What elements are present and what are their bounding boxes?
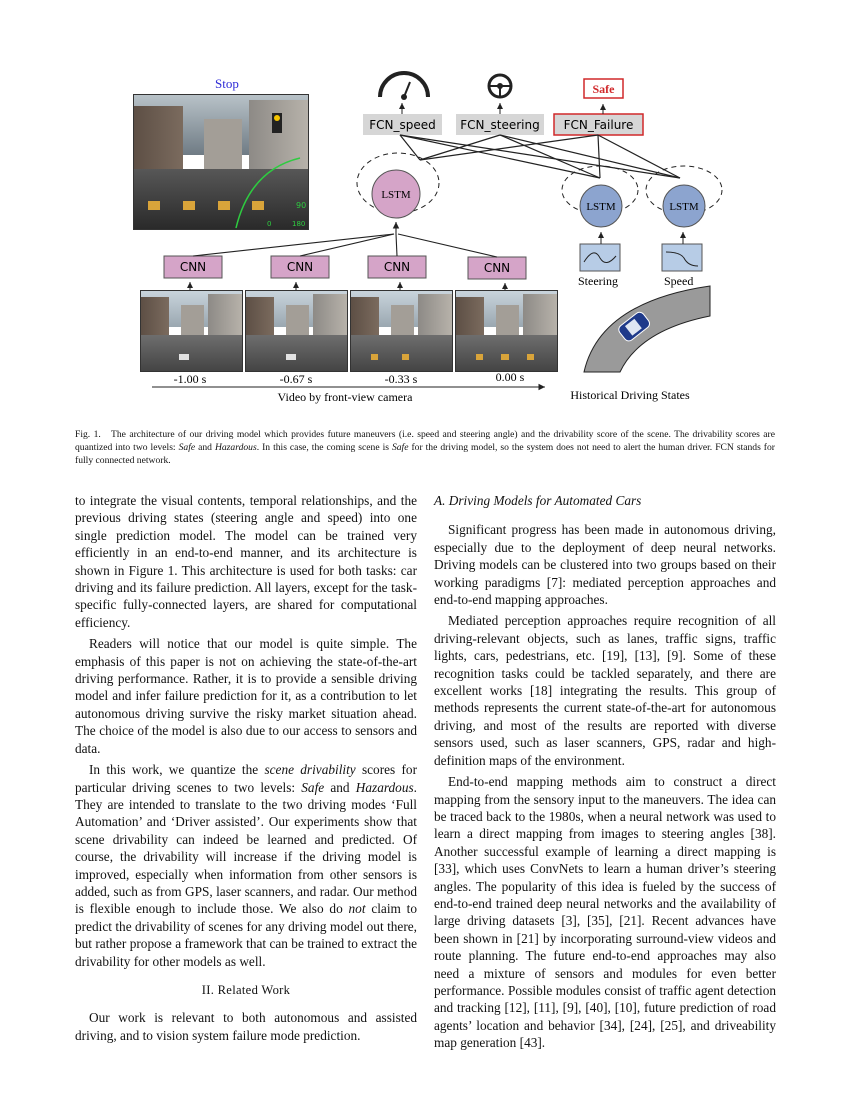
frame-3	[350, 290, 453, 372]
caption-safe: Safe	[178, 442, 196, 453]
left-paragraph-4: Our work is relevant to both autonomous …	[75, 1010, 417, 1043]
time-label-3: -0.33 s	[385, 372, 418, 386]
lstm-steering	[579, 184, 623, 228]
cnn-label-1: CNN	[180, 260, 206, 274]
fcn-speed-box	[363, 114, 442, 135]
fcn-steering-box	[456, 114, 544, 135]
caption-text-1: The architecture of our driving model wh…	[75, 429, 775, 453]
lstm-main	[371, 169, 421, 219]
overlay-speed-value: 90	[296, 201, 306, 210]
caption-prefix: Fig. 1.	[75, 429, 101, 440]
time-label-4: 0.00 s	[496, 370, 525, 384]
fcn-failure-label: FCN_Failure	[564, 118, 634, 132]
steering-signal-icon	[583, 252, 617, 263]
road-curve	[583, 285, 711, 373]
lstm-speed	[662, 184, 706, 228]
subsection-heading: A. Driving Models for Automated Cars	[434, 493, 642, 508]
cnn-boxes	[163, 255, 527, 280]
cnn-label-4: CNN	[484, 261, 510, 275]
traffic-light	[272, 113, 282, 133]
left-paragraph-2: Readers will notice that our model is qu…	[75, 636, 417, 756]
figure-caption: Fig. 1. The architecture of our driving …	[75, 428, 775, 467]
time-label-1: -1.00 s	[174, 372, 207, 386]
left-column: to integrate the visual contents, tempor…	[75, 492, 417, 1048]
left-paragraph-3: In this work, we quantize the scene driv…	[75, 762, 418, 969]
lstm-speed-label: LSTM	[669, 201, 699, 213]
right-paragraph-3: End-to-end mapping methods aim to constr…	[434, 774, 776, 1051]
right-paragraph-2: Mediated perception approaches require r…	[434, 613, 776, 768]
caption-text-3: for the driving model, so the system doe…	[75, 442, 775, 466]
fcn-connections	[399, 134, 681, 179]
section-heading: II. Related Work	[201, 982, 291, 997]
cnn-lstm-connections	[192, 222, 498, 258]
video-label: Video by front-view camera	[278, 390, 414, 404]
car-icon	[618, 311, 651, 342]
speed-overlay-arc	[235, 157, 301, 229]
steering-label: Steering	[578, 274, 618, 288]
overlay-max: 180	[292, 220, 305, 228]
history-label: Historical Driving States	[570, 388, 690, 402]
steering-wheel-icon	[487, 73, 513, 99]
figure-1: 90 0 180 Stop Safe FCN_speed FCN_steerin…	[0, 0, 850, 420]
cnn-label-3: CNN	[384, 260, 410, 274]
right-paragraph-1: Significant progress has been made in au…	[434, 522, 776, 608]
frame-4	[455, 290, 558, 372]
speed-signal-icon	[665, 251, 699, 267]
fcn-steering-label: FCN_steering	[460, 118, 539, 132]
caption-text-2: . In this case, the coming scene is	[256, 442, 392, 453]
lstm-steering-label: LSTM	[586, 201, 616, 213]
time-label-2: -0.67 s	[280, 372, 313, 386]
stop-label: Stop	[215, 76, 239, 91]
caption-and: and	[195, 442, 215, 453]
left-paragraph-1: to integrate the visual contents, tempor…	[75, 493, 417, 630]
speed-signal-box	[661, 243, 703, 272]
speed-label: Speed	[664, 274, 693, 288]
safe-label: Safe	[593, 82, 616, 96]
safe-box	[583, 78, 624, 99]
lstm-main-label: LSTM	[381, 189, 411, 201]
cnn-label-2: CNN	[287, 260, 313, 274]
speedometer-icon	[378, 71, 430, 100]
overlay-min: 0	[267, 220, 271, 228]
frame-cnn-arrows	[187, 282, 508, 290]
caption-hazardous: Hazardous	[214, 442, 257, 453]
caption-safe-2: Safe	[391, 442, 409, 453]
architecture-diagram: 90 0 180 Stop Safe FCN_speed FCN_steerin…	[152, 71, 723, 404]
frame-2	[245, 290, 348, 372]
fcn-speed-label: FCN_speed	[369, 118, 436, 132]
frame-1	[140, 290, 243, 372]
scene-photo	[133, 94, 309, 230]
right-column: A. Driving Models for Automated Cars Sig…	[434, 492, 776, 1056]
